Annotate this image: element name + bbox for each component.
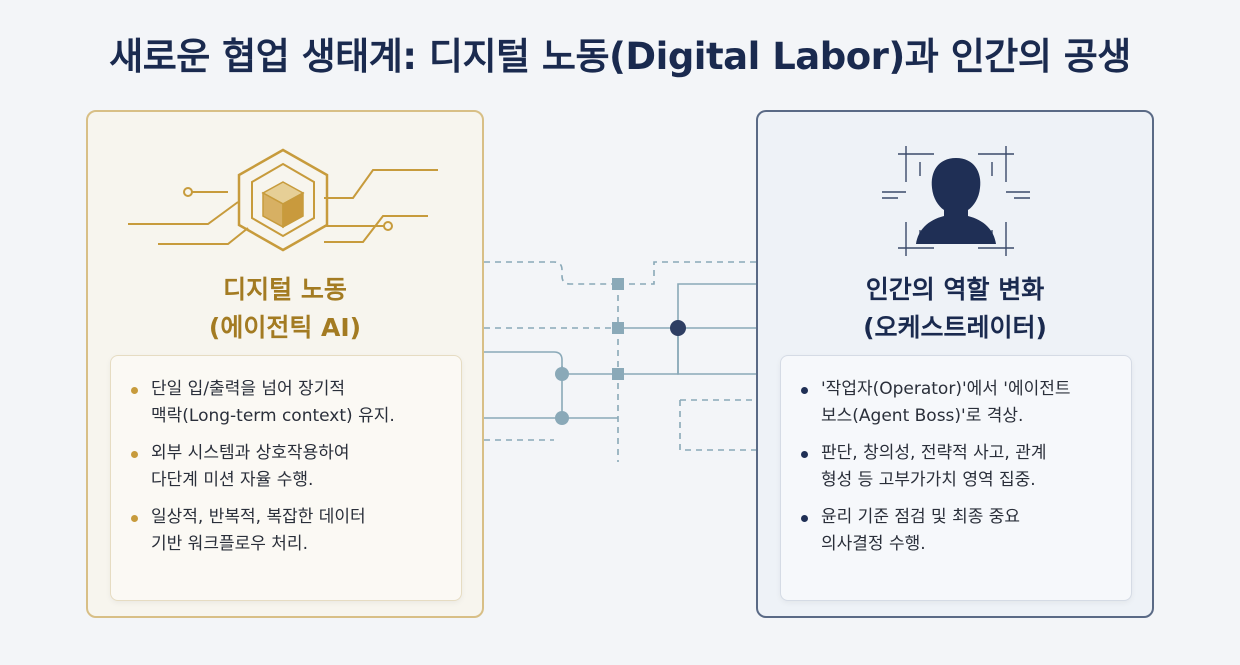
connector-lines	[484, 240, 756, 480]
bullet-dot	[131, 387, 138, 394]
list-item: 판단, 창의성, 전략적 사고, 관계 형성 등 고부가가치 영역 집중.	[799, 440, 1113, 494]
digital-labor-title: 디지털 노동	[223, 275, 347, 304]
bullet-dot	[801, 515, 808, 522]
list-item: '작업자(Operator)'에서 '에이전트 보스(Agent Boss)'로…	[799, 376, 1113, 430]
bullet-dot	[801, 451, 808, 458]
list-item: 단일 입/출력을 넘어 장기적 맥락(Long-term context) 유지…	[129, 376, 443, 430]
digital-labor-panel: 디지털 노동 (에이전틱 AI) 단일 입/출력을 넘어 장기적 맥락(Long…	[86, 110, 484, 618]
human-role-subtitle: (오케스트레이터)	[863, 313, 1047, 342]
digital-labor-subtitle: (에이전틱 AI)	[208, 313, 362, 342]
bullet-dot	[131, 515, 138, 522]
bullet-dot	[801, 387, 808, 394]
human-silhouette-icon	[758, 132, 1152, 272]
ai-cube-circuit-icon	[88, 132, 482, 272]
list-item: 외부 시스템과 상호작용하여 다단계 미션 자율 수행.	[129, 440, 443, 494]
human-role-panel: 인간의 역할 변화 (오케스트레이터) '작업자(Operator)'에서 '에…	[756, 110, 1154, 618]
list-item: 윤리 기준 점검 및 최종 중요 의사결정 수행.	[799, 504, 1113, 558]
page-title: 새로운 협업 생태계: 디지털 노동(Digital Labor)과 인간의 공…	[109, 35, 1131, 78]
list-item: 일상적, 반복적, 복잡한 데이터 기반 워크플로우 처리.	[129, 504, 443, 558]
human-role-title: 인간의 역할 변화	[865, 275, 1045, 304]
bullet-dot	[131, 451, 138, 458]
human-role-bullet-list: '작업자(Operator)'에서 '에이전트 보스(Agent Boss)'로…	[780, 355, 1132, 601]
digital-labor-bullet-list: 단일 입/출력을 넘어 장기적 맥락(Long-term context) 유지…	[110, 355, 462, 601]
